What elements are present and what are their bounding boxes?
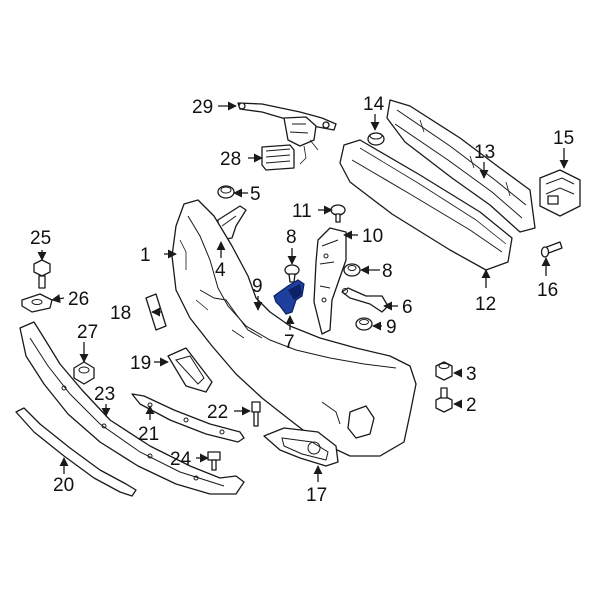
- callout-17[interactable]: 17: [306, 485, 327, 506]
- callout-13[interactable]: 13: [474, 142, 495, 163]
- part-28-connector[interactable]: [261, 144, 295, 171]
- part-2-bolt[interactable]: [435, 387, 453, 413]
- part-19-grille-insert[interactable]: [167, 347, 213, 393]
- callout-10[interactable]: 10: [362, 226, 383, 247]
- part-20-lower-lip[interactable]: [15, 407, 137, 497]
- callout-leaders: [37, 101, 569, 482]
- part-17-fog-lamp-bezel[interactable]: [263, 427, 339, 467]
- callout-9b[interactable]: 9: [386, 317, 397, 338]
- callout-21[interactable]: 21: [138, 424, 159, 445]
- part-8-clip-left[interactable]: [284, 264, 300, 283]
- part-5-grommet[interactable]: [217, 185, 235, 199]
- part-14-plug[interactable]: [367, 132, 385, 146]
- callout-19[interactable]: 19: [130, 353, 151, 374]
- callout-7[interactable]: 7: [284, 332, 295, 353]
- part-25-bolt[interactable]: [33, 259, 51, 289]
- callout-29[interactable]: 29: [192, 97, 213, 118]
- part-16-bolt[interactable]: [540, 241, 563, 258]
- callout-27[interactable]: 27: [77, 322, 98, 343]
- part-15-bracket[interactable]: [539, 169, 581, 217]
- part-10-side-retainer[interactable]: [313, 227, 347, 335]
- callout-20[interactable]: 20: [53, 475, 74, 496]
- callout-14[interactable]: 14: [363, 94, 385, 115]
- callout-22[interactable]: 22: [207, 402, 228, 423]
- callout-12[interactable]: 12: [475, 294, 496, 315]
- callout-4[interactable]: 4: [215, 260, 226, 281]
- part-22-fastener[interactable]: [251, 401, 261, 427]
- part-7-bracket-highlighted[interactable]: [273, 279, 305, 315]
- callout-25[interactable]: 25: [30, 228, 51, 249]
- part-26-clip-nut[interactable]: [21, 293, 53, 313]
- callout-18[interactable]: 18: [110, 303, 131, 324]
- callout-11[interactable]: 11: [292, 201, 312, 222]
- callout-3[interactable]: 3: [466, 364, 477, 385]
- part-3-nut[interactable]: [435, 361, 453, 381]
- callout-6[interactable]: 6: [402, 297, 413, 318]
- part-1-bumper-cover[interactable]: [171, 199, 417, 457]
- callout-23[interactable]: 23: [94, 384, 115, 405]
- callout-8a[interactable]: 8: [286, 227, 297, 248]
- part-9-nut-right[interactable]: [355, 317, 373, 331]
- callout-9a[interactable]: 9: [252, 276, 263, 297]
- part-23-lower-spoiler[interactable]: [19, 321, 245, 495]
- part-13-reinforcement-beam[interactable]: [386, 99, 536, 233]
- callout-5[interactable]: 5: [250, 184, 261, 205]
- part-11-bolt[interactable]: [330, 204, 346, 223]
- callout-8b[interactable]: 8: [382, 261, 393, 282]
- part-12-energy-absorber[interactable]: [339, 139, 513, 271]
- callout-26[interactable]: 26: [68, 289, 89, 310]
- callout-24[interactable]: 24: [170, 449, 192, 470]
- callout-15[interactable]: 15: [553, 128, 574, 149]
- part-6-bracket[interactable]: [341, 287, 389, 313]
- callout-28[interactable]: 28: [220, 149, 241, 170]
- callout-1[interactable]: 1: [140, 245, 151, 266]
- callout-numbers: 1 2 3 4 5 6 7 8 8 9 9 10 11 12 13 14 15 …: [30, 94, 574, 506]
- part-24-screw[interactable]: [207, 451, 221, 471]
- part-8-clip-right[interactable]: [343, 263, 361, 277]
- callout-2[interactable]: 2: [466, 395, 477, 416]
- part-29-harness-bracket[interactable]: [237, 102, 337, 165]
- part-27-nut[interactable]: [73, 361, 95, 385]
- callout-16[interactable]: 16: [537, 280, 558, 301]
